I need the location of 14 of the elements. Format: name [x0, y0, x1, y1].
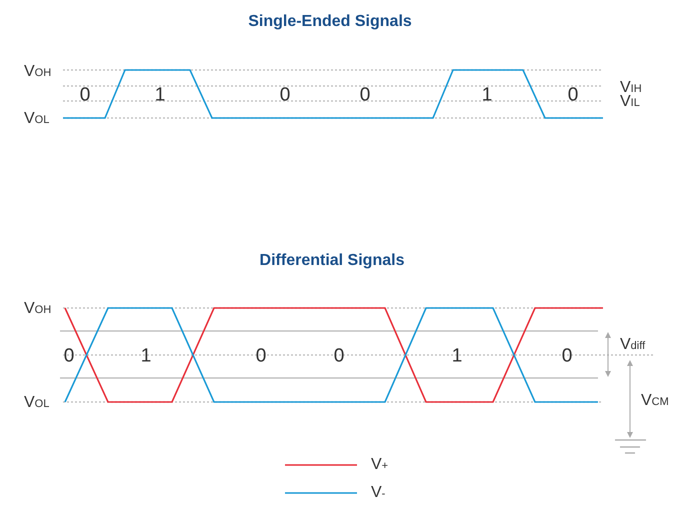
bit-value: 1 [140, 346, 152, 366]
bit-value: 0 [64, 346, 74, 366]
section-heading: Single-Ended Signals [248, 14, 412, 30]
bit-value: 0 [562, 346, 572, 366]
bit-value: 1 [154, 86, 166, 104]
bit-value: 0 [256, 346, 266, 366]
bit-value: 0 [280, 86, 290, 104]
bit-value: 1 [482, 86, 492, 104]
bit-value: 0 [334, 346, 344, 366]
bit-value: 0 [568, 86, 578, 104]
bit-value: 1 [452, 346, 462, 366]
section-heading: Differential Signals [260, 253, 404, 269]
bit-value: 0 [360, 86, 370, 104]
bit-value: 0 [80, 86, 90, 104]
